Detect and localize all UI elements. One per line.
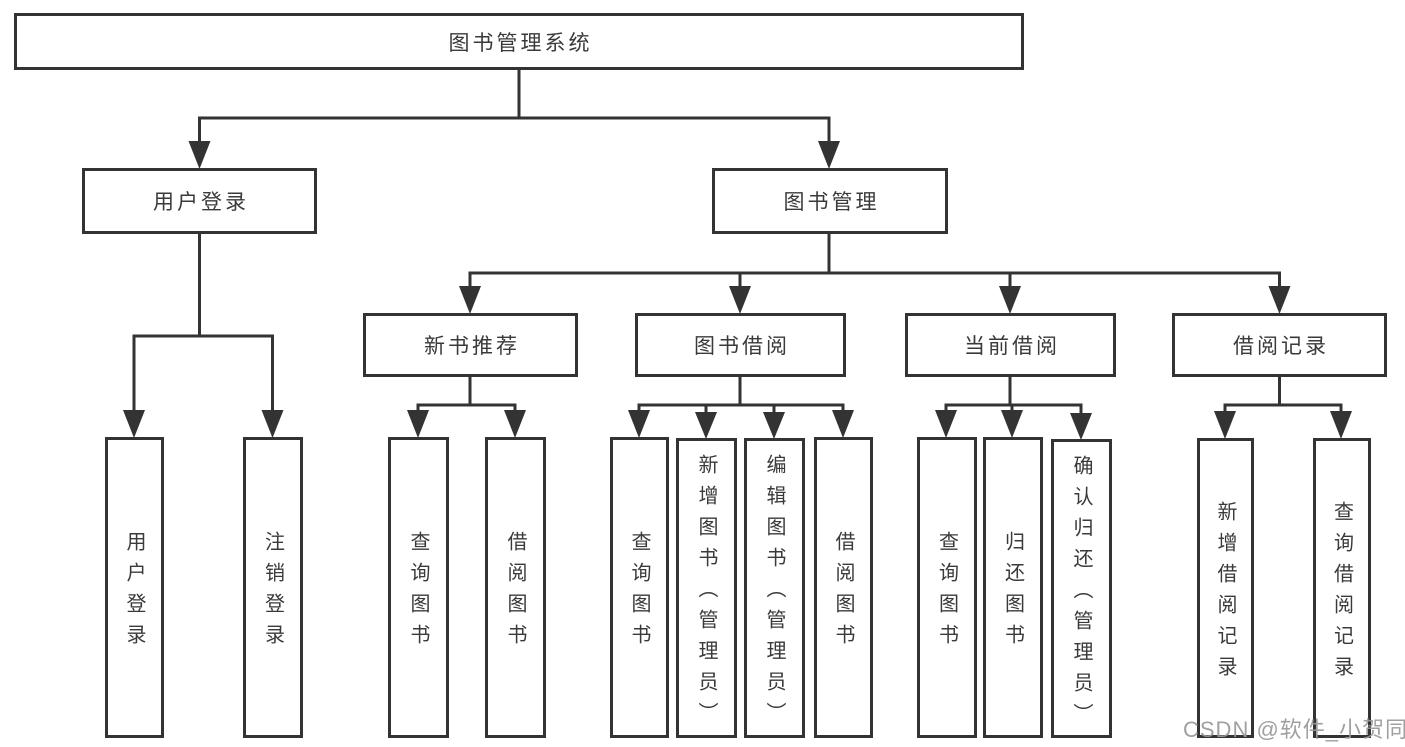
node-label: 查询图书 <box>935 531 958 655</box>
arrow-down-icon <box>999 286 1021 314</box>
node-book-borrow: 图书借阅 <box>635 313 846 377</box>
node-borrow-records: 借阅记录 <box>1172 313 1387 377</box>
leaf-recommend-query-books: 查询图书 <box>388 437 449 738</box>
arrow-down-icon <box>695 412 717 439</box>
connector-bookmgmt-to-level3 <box>459 233 1291 314</box>
leaf-borrow-query-books: 查询图书 <box>610 437 669 738</box>
arrow-down-icon <box>261 410 284 438</box>
arrow-down-icon <box>188 141 211 169</box>
arrow-down-icon <box>1214 411 1236 439</box>
arrow-down-icon <box>407 410 429 438</box>
leaf-borrow-add-books-admin: 新增图书（管理员） <box>676 438 737 738</box>
leaf-borrow-edit-books-admin: 编辑图书（管理员） <box>744 438 805 738</box>
node-label: 借阅图书 <box>832 531 854 655</box>
leaf-borrow-borrow-books: 借阅图书 <box>814 437 873 738</box>
node-book-management: 图书管理 <box>712 168 948 234</box>
node-label: 当前借阅 <box>964 335 1060 358</box>
node-label: 图书管理 <box>783 191 880 214</box>
node-label: 新书推荐 <box>424 335 520 358</box>
leaf-records-add-borrow-record: 新增借阅记录 <box>1197 438 1254 738</box>
csdn-watermark: CSDN @软件_小贺同学 <box>1183 717 1405 742</box>
node-label: 查询图书 <box>628 531 650 655</box>
arrow-down-icon <box>459 286 481 314</box>
leaf-current-return-books: 归还图书 <box>983 437 1043 738</box>
leaf-user-login: 用户登录 <box>105 437 164 738</box>
arrow-down-icon <box>123 410 145 438</box>
node-label: 图书管理系统 <box>448 31 593 55</box>
connector-root-to-level2 <box>188 69 840 169</box>
node-label: 新增借阅记录 <box>1214 500 1236 687</box>
arrow-down-icon <box>1001 410 1023 438</box>
leaf-recommend-borrow-books: 借阅图书 <box>485 437 546 738</box>
node-current-borrow: 当前借阅 <box>905 313 1116 377</box>
arrow-down-icon <box>832 410 854 438</box>
connector-records-to-leaves <box>1214 377 1352 439</box>
node-user-login: 用户登录 <box>82 168 317 234</box>
arrow-down-icon <box>935 410 957 438</box>
node-new-book-recommend: 新书推荐 <box>363 313 578 377</box>
arrow-down-icon <box>729 286 751 314</box>
node-label: 借阅图书 <box>504 531 526 655</box>
arrow-down-icon <box>1070 413 1092 440</box>
node-label: 确认归还（管理员） <box>1070 454 1092 734</box>
arrow-down-icon <box>1330 411 1352 439</box>
node-label: 图书借阅 <box>694 335 790 358</box>
node-label: 注销登录 <box>261 531 284 655</box>
node-label: 查询图书 <box>407 531 429 655</box>
leaf-logout-login: 注销登录 <box>243 437 303 738</box>
node-label: 用户登录 <box>123 531 145 655</box>
connector-borrow-to-leaves <box>628 377 854 439</box>
node-label: 归还图书 <box>1001 531 1024 655</box>
arrow-down-icon <box>628 410 650 438</box>
node-label: 编辑图书（管理员） <box>763 454 785 733</box>
node-label: 用户登录 <box>153 191 249 214</box>
node-label: 新增图书（管理员） <box>695 454 717 733</box>
connector-userlogin-to-leaves <box>123 233 284 438</box>
leaf-current-query-books: 查询图书 <box>917 437 977 738</box>
connector-recommend-to-leaves <box>407 377 526 438</box>
node-label: 借阅记录 <box>1233 335 1329 358</box>
connector-current-to-leaves <box>935 377 1092 440</box>
arrow-down-icon <box>504 410 526 438</box>
node-library-management-system: 图书管理系统 <box>14 13 1024 70</box>
arrow-down-icon <box>1268 286 1291 314</box>
node-label: 查询借阅记录 <box>1330 500 1353 687</box>
arrow-down-icon <box>818 141 840 169</box>
arrow-down-icon <box>763 412 785 439</box>
leaf-records-query-borrow-record: 查询借阅记录 <box>1313 438 1371 738</box>
leaf-current-confirm-return-admin: 确认归还（管理员） <box>1051 439 1112 738</box>
